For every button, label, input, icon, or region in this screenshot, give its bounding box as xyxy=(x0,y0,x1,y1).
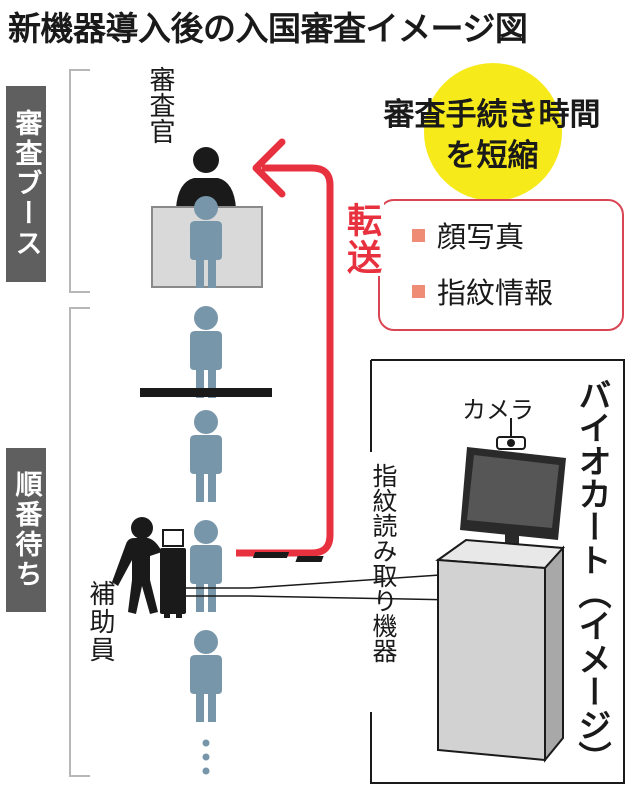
examiner-person-icon xyxy=(176,147,236,208)
bullet-square-icon xyxy=(412,284,425,298)
transfer-arrow xyxy=(236,164,334,557)
transfer-label: 転送 xyxy=(341,202,384,276)
fingerprint-reader-slot xyxy=(252,552,290,558)
handheld-cart-device xyxy=(160,529,186,618)
biocart-machine xyxy=(252,436,566,763)
queue-barrier-line xyxy=(140,388,272,397)
bullet-square-icon xyxy=(412,228,425,242)
examiner-label: 審査官 xyxy=(145,66,175,144)
biocart-label: バイオカート（イメージ） xyxy=(573,378,612,774)
biocart-bracket-line xyxy=(370,359,625,784)
diagram-title: 新機器導入後の入国審査イメージ図 xyxy=(8,9,528,48)
camera-label: カメラ xyxy=(462,396,534,424)
transfer-item-face-photo: 顔写真 xyxy=(412,214,524,256)
cart-leader-line-2 xyxy=(184,595,457,601)
transfer-item-label: 顔写真 xyxy=(437,220,525,254)
traveler-icon-3 xyxy=(190,520,222,612)
assistant-person-icon xyxy=(112,517,162,614)
section-tab-booth: 審査ブース xyxy=(6,86,46,282)
highlight-line-1: 審査手続き時間 xyxy=(383,97,601,133)
booth-bracket-line xyxy=(69,69,90,293)
transfer-item-fingerprint: 指紋情報 xyxy=(412,270,553,312)
highlight-text: 審査手続き時間 を短縮 xyxy=(366,95,618,177)
traveler-icon-4 xyxy=(190,630,222,722)
assistant-label: 補助員 xyxy=(85,580,115,664)
fingerprint-reader-label: 指紋読み取り機器 xyxy=(369,463,398,663)
cart-leader-line-1 xyxy=(184,573,456,589)
traveler-icon-1 xyxy=(190,306,222,398)
transfer-arrowhead xyxy=(252,138,286,198)
queue-continuation-dots xyxy=(202,739,210,775)
section-tab-queue: 順番待ち xyxy=(6,448,46,612)
queue-bracket-line xyxy=(69,307,90,777)
camera-pointer-line xyxy=(510,418,512,438)
highlight-line-2: を短縮 xyxy=(445,138,539,174)
traveler-icon-2 xyxy=(190,410,222,502)
transfer-item-label: 指紋情報 xyxy=(437,276,554,310)
highlight-circle xyxy=(424,63,562,201)
